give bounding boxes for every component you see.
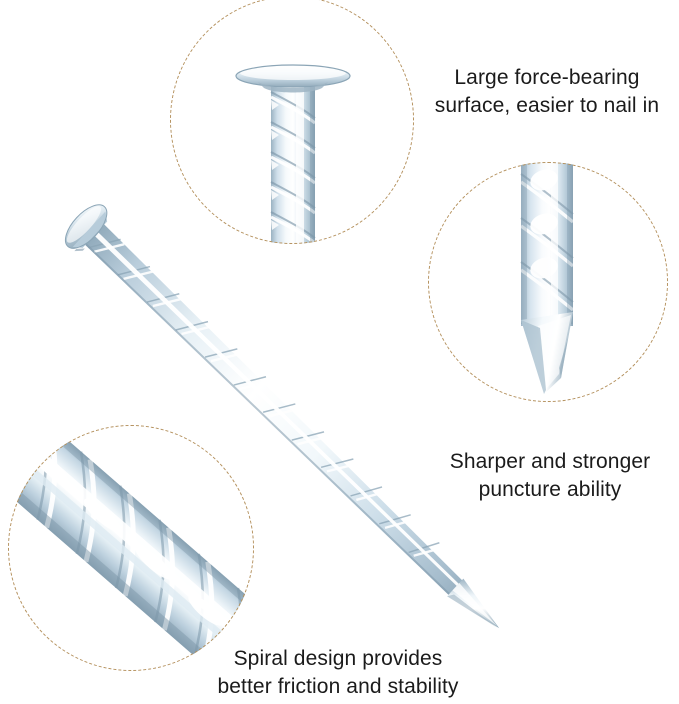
caption-tip: Sharper and stronger puncture ability [428, 448, 672, 504]
callout-ring-shank [8, 425, 254, 671]
nail-spiral-shank-closeup-art [8, 425, 254, 671]
caption-shank-line-1: Spiral design provides [233, 647, 443, 670]
caption-shank: Spiral design provides better friction a… [190, 645, 486, 701]
caption-tip-line-2: puncture ability [478, 478, 622, 501]
caption-head-line-1: Large force-bearing [454, 66, 640, 89]
callout-ring-tip [428, 162, 668, 402]
nail-head-closeup-art [170, 0, 414, 244]
caption-shank-line-2: better friction and stability [217, 675, 459, 698]
callout-ring-head [170, 0, 414, 244]
caption-head-line-2: surface, easier to nail in [434, 94, 660, 117]
caption-head: Large force-bearing surface, easier to n… [418, 64, 676, 120]
caption-tip-line-1: Sharper and stronger [449, 450, 651, 473]
nail-tip-closeup-art [428, 162, 668, 402]
